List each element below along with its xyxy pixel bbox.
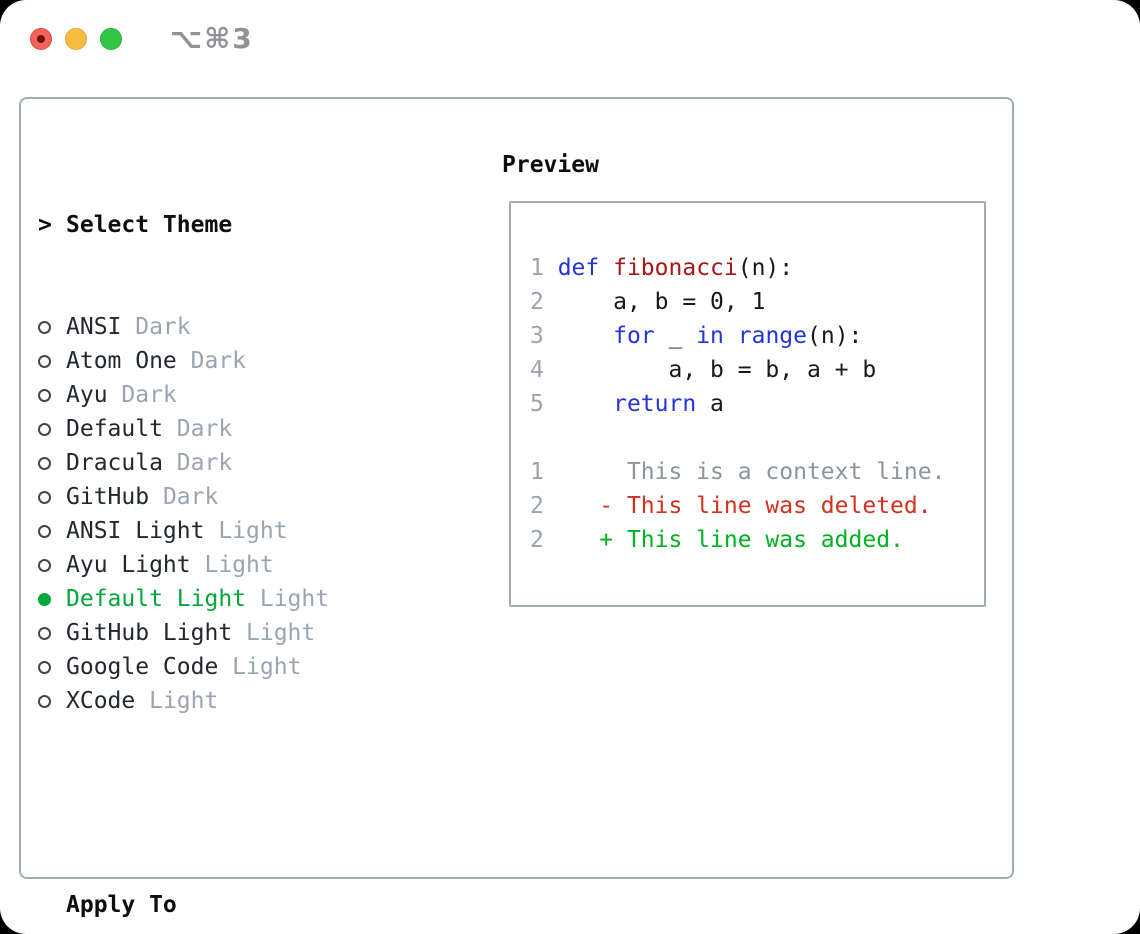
theme-name: ANSI Light: [66, 518, 205, 544]
theme-option[interactable]: ANSI Light Light: [38, 514, 426, 548]
zoom-button[interactable]: [100, 28, 122, 50]
radio-icon: [38, 524, 66, 538]
radio-icon: [38, 626, 66, 640]
spacer: [38, 786, 426, 820]
theme-variant: Dark: [162, 416, 233, 442]
theme-name: Atom One: [66, 348, 177, 374]
radio-icon: [38, 354, 66, 368]
blank-line: [530, 421, 945, 455]
theme-option[interactable]: GitHub Light Light: [38, 616, 426, 650]
theme-variant: Light: [246, 586, 330, 612]
code-line: 3 for _ in range(n):: [530, 323, 863, 349]
theme-name: Default: [66, 416, 163, 442]
preview-pane: [509, 201, 986, 607]
theme-variant: Light: [232, 620, 316, 646]
theme-option[interactable]: Ayu Light Light: [38, 548, 426, 582]
code-line: 1 def fibonacci(n):: [530, 255, 794, 281]
theme-variant: Dark: [107, 382, 177, 408]
theme-option[interactable]: Google Code Light: [38, 650, 426, 684]
theme-variant: Dark: [162, 450, 233, 476]
diff-context-line: 1 This is a context line.: [530, 459, 946, 485]
theme-name: GitHub: [66, 484, 150, 510]
theme-option[interactable]: Default Light Light: [38, 582, 426, 616]
theme-option[interactable]: Default Dark: [38, 412, 426, 446]
radio-icon: [38, 456, 66, 470]
radio-icon: [38, 490, 66, 504]
theme-variant: Light: [190, 552, 274, 578]
theme-name: XCode: [66, 688, 136, 714]
minimize-button[interactable]: [65, 28, 87, 50]
theme-variant: Light: [218, 654, 302, 680]
theme-option[interactable]: Atom One Dark: [38, 344, 426, 378]
preview-heading: Preview: [502, 152, 599, 178]
radio-icon: [38, 388, 66, 402]
theme-name: Default Light: [66, 586, 247, 612]
radio-icon: [38, 320, 66, 334]
theme-option[interactable]: Ayu Dark: [38, 378, 426, 412]
radio-selected-icon: [38, 592, 66, 606]
window-shortcut-label: ⌥⌘3: [170, 22, 254, 55]
theme-option[interactable]: XCode Light: [38, 684, 426, 718]
theme-variant: Dark: [149, 484, 219, 510]
apply-to-label: Apply To: [66, 892, 177, 918]
apply-to-heading: Apply To: [38, 888, 426, 922]
code-line: 4 a, b = b, a + b: [530, 357, 877, 383]
radio-icon: [38, 660, 66, 674]
close-button[interactable]: [30, 28, 52, 50]
theme-variant: Dark: [176, 348, 247, 374]
radio-icon: [38, 558, 66, 572]
code-line: 2 a, b = 0, 1: [530, 289, 766, 315]
select-theme-label: Select Theme: [66, 212, 233, 238]
select-theme-heading: > Select Theme: [38, 208, 426, 242]
radio-icon: [38, 422, 66, 436]
theme-name: Ayu: [66, 382, 108, 408]
theme-option[interactable]: Dracula Dark: [38, 446, 426, 480]
theme-name: ANSI: [66, 314, 122, 340]
code-line: 5 return a: [530, 391, 724, 417]
cursor-marker: >: [38, 212, 52, 238]
theme-name: Ayu Light: [66, 552, 191, 578]
radio-icon: [38, 694, 66, 708]
theme-name: Dracula: [66, 450, 163, 476]
theme-variant: Dark: [121, 314, 191, 340]
theme-variant: Light: [204, 518, 288, 544]
theme-option[interactable]: GitHub Dark: [38, 480, 426, 514]
theme-variant: Light: [135, 688, 219, 714]
diff-deleted-line: 2 - This line was deleted.: [530, 493, 932, 519]
theme-name: Google Code: [66, 654, 219, 680]
diff-added-line: 2 + This line was added.: [530, 527, 904, 553]
theme-name: GitHub Light: [66, 620, 233, 646]
preview-code: 1 def fibonacci(n): 2 a, b = 0, 1 3 for _ …: [530, 251, 945, 557]
theme-option[interactable]: ANSI Dark: [38, 310, 426, 344]
